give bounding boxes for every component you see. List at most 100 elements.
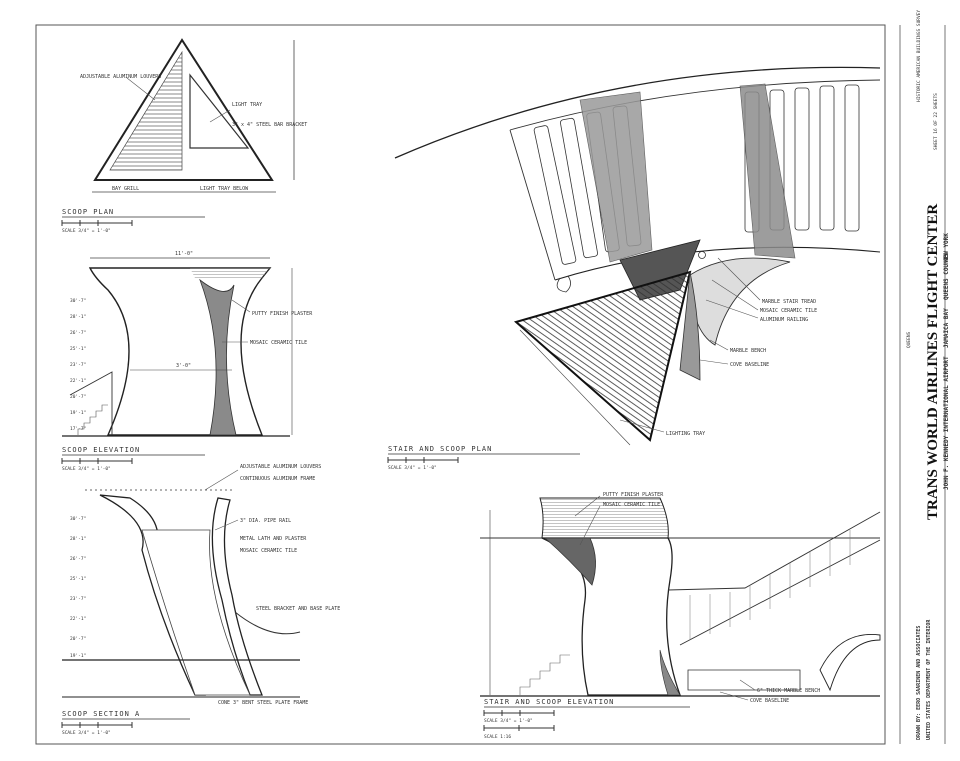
note-lath: METAL LATH AND PLASTER (240, 536, 307, 542)
level-1: 30'-7" (70, 298, 86, 304)
section-level-2: 28'-1" (70, 536, 86, 542)
note-tile: MOSAIC CERAMIC TILE (250, 340, 307, 346)
leader-line (705, 299, 759, 319)
scale-bar (61, 220, 133, 226)
title-block: TRANS WORLD AIRLINES FLIGHT CENTER JOHN … (899, 10, 950, 744)
scoop-plan-triangle-outer (93, 38, 274, 181)
dim-line (519, 329, 631, 446)
note-section-louvers: ADJUSTABLE ALUMINUM LOUVERS (240, 464, 321, 470)
level-3: 26'-7" (70, 330, 86, 336)
stair-scoop-elevation-scale-2: SCALE 1:16 (484, 734, 511, 740)
balcony-outer-arc (394, 66, 881, 159)
section-level-8: 19'-1" (70, 653, 86, 659)
section-levels: 30'-7" 28'-1" 26'-7" 25'-1" 23'-7" 22'-1… (70, 516, 86, 659)
scoop-elevation-top-hatch (190, 268, 270, 278)
leader-line (126, 77, 156, 101)
scale-bar (61, 458, 133, 464)
note-elev-bench: 6" THICK MARBLE BENCH (757, 688, 820, 694)
tread (560, 117, 598, 259)
note-section-frame: CONTINUOUS ALUMINUM FRAME (240, 476, 315, 482)
leader-line (717, 257, 761, 301)
note-louvers: ADJUSTABLE ALUMINUM LOUVERS (80, 74, 161, 80)
note-tray-below: LIGHT TRAY BELOW (200, 186, 249, 192)
stair-scoop-plan-title: STAIR AND SCOOP PLAN (388, 445, 492, 453)
level-6: 22'-1" (70, 378, 86, 384)
level-9: 17'-7" (70, 426, 86, 432)
leader-line (709, 339, 729, 351)
sheet-border (35, 24, 886, 745)
airport-name: JOHN F. KENNEDY INTERNATIONAL AIRPORT (943, 356, 950, 490)
leader-line (231, 299, 251, 313)
elev-bench-curve (819, 633, 881, 692)
balcony-inner-arc (509, 79, 881, 131)
scoop-plan-light-tray (189, 73, 250, 149)
note-lighting-tray: LIGHTING TRAY (666, 431, 705, 437)
bench-curve (689, 257, 791, 346)
scoop-elevation-tile (199, 278, 237, 436)
note-elev-tile: MOSAIC CERAMIC TILE (603, 502, 660, 508)
column-circle (698, 251, 706, 259)
section-bracket-arc (234, 611, 301, 635)
level-markers: 30'-7" 28'-1" 26'-7" 25'-1" 23'-7" 22'-1… (70, 298, 86, 432)
section-level-7: 20'-7" (70, 636, 86, 642)
stair-scoop-elevation-title: STAIR AND SCOOP ELEVATION (484, 698, 614, 706)
survey-name: HISTORIC AMERICAN BUILDINGS SURVEY (916, 10, 922, 102)
scoop-plan-scale: SCALE 3/4" = 1'-0" (62, 228, 111, 234)
stair-stringer (667, 511, 881, 646)
leader-line (204, 469, 239, 491)
scoop-elevation-title: SCOOP ELEVATION (62, 446, 140, 454)
mid-dim: 3'-0" (176, 363, 191, 369)
stair-inner-arc (554, 246, 881, 281)
elev-bench (687, 669, 801, 691)
section-right-shell (211, 497, 263, 696)
level-8: 19'-1" (70, 410, 86, 416)
width-dim: 11'-0" (175, 251, 193, 257)
scoop-section-view: 30'-7" 28'-1" 26'-7" 25'-1" 23'-7" 22'-1… (61, 464, 340, 736)
leader-line (711, 279, 759, 311)
leader-line (719, 691, 749, 701)
scoop-section-scale: SCALE 3/4" = 1'-0" (62, 730, 111, 736)
note-pipe-rail: 3" DIA. PIPE RAIL (240, 518, 291, 524)
note-plaster: PUTTY FINISH PLASTER (252, 311, 313, 317)
note-plan-tile: MOSAIC CERAMIC TILE (760, 308, 817, 314)
note-elev-plaster: PUTTY FINISH PLASTER (603, 492, 664, 498)
scoop-elevation-view: 11'-0" 3'-0" PUTTY FINISH PLASTER MOSAIC… (61, 251, 313, 472)
scoop-plan-title: SCOOP PLAN (62, 208, 114, 216)
stair-risers (689, 530, 851, 640)
scoop-plan-view: ADJUSTABLE ALUMINUM LOUVERS LIGHT TRAY 3… (61, 38, 307, 234)
elev-scoop-body (541, 537, 681, 696)
elev-tile-dark (543, 537, 596, 586)
scoop-wedge (679, 271, 701, 381)
section-level-3: 26'-7" (70, 556, 86, 562)
agency-name: UNITED STATES DEPARTMENT OF THE INTERIOR (926, 619, 932, 740)
note-marble-tread: MARBLE STAIR TREAD (762, 299, 816, 305)
scale-bar (387, 457, 459, 463)
scoop-section-title: SCOOP SECTION A (62, 710, 140, 718)
note-bench: MARBLE BENCH (730, 348, 766, 354)
stair-scoop-plan-scale: SCALE 3/4" = 1'-0" (388, 465, 437, 471)
note-section-tile: MOSAIC CERAMIC TILE (240, 548, 297, 554)
level-5: 23'-7" (70, 362, 86, 368)
section-level-4: 25'-1" (70, 576, 86, 582)
tread (533, 125, 577, 265)
leader-line (574, 495, 601, 517)
note-light-tray: LIGHT TRAY (232, 102, 262, 108)
tile-band-left (579, 91, 653, 263)
leader-line (739, 679, 756, 691)
elev-scoop-top (539, 497, 669, 539)
stair-rail (69, 371, 113, 435)
leader-line (209, 109, 231, 123)
tread (844, 84, 860, 232)
level-2: 28'-1" (70, 314, 86, 320)
leader-line (579, 505, 601, 546)
sheet-title: TRANS WORLD AIRLINES FLIGHT CENTER (925, 204, 941, 520)
scale-bar-2 (483, 725, 555, 731)
section-core (141, 529, 251, 696)
level-4: 25'-1" (70, 346, 86, 352)
elev-left-steps (519, 654, 570, 695)
county-name: QUEENS COUNTY (943, 253, 950, 300)
section-level-6: 22'-1" (70, 616, 86, 622)
stair-scoop-plan-view: MARBLE STAIR TREAD MOSAIC CERAMIC TILE A… (387, 66, 881, 471)
scoop-plan-louvers (109, 50, 183, 171)
